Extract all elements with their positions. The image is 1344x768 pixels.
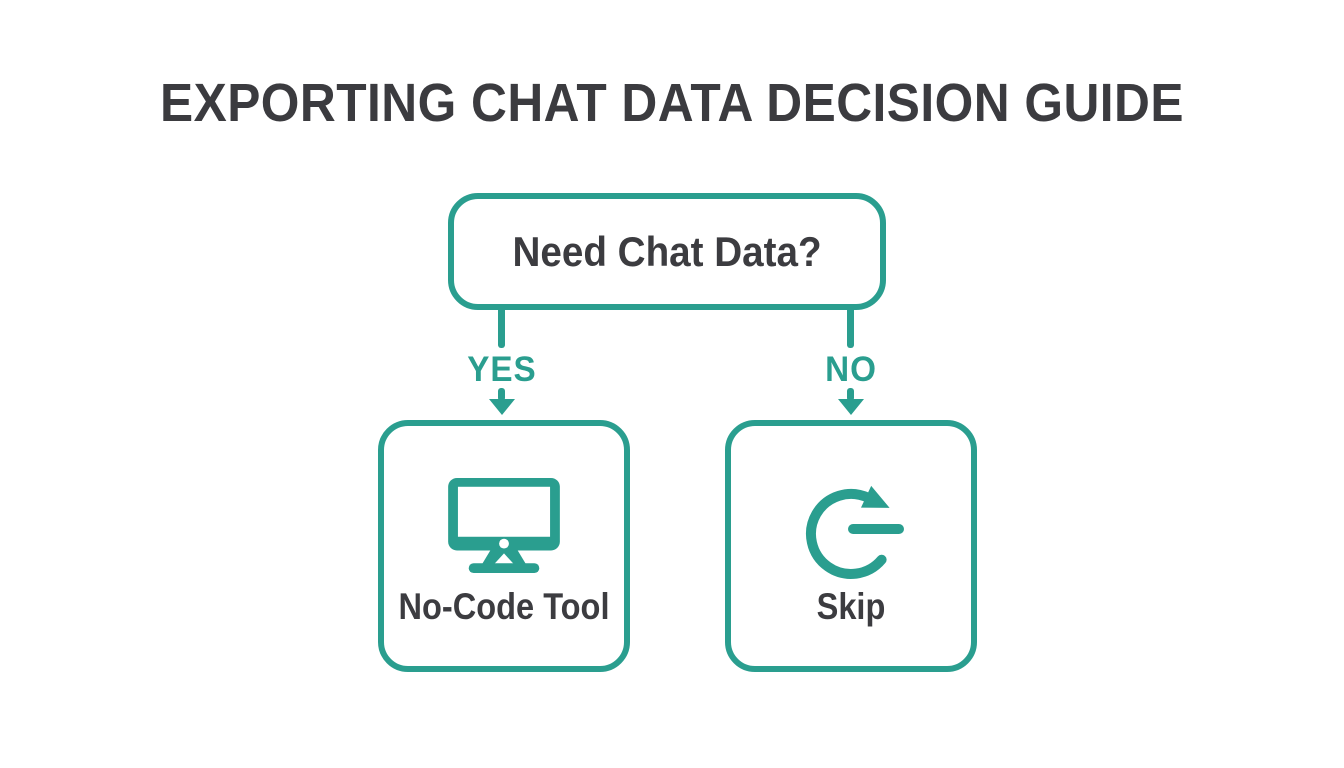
- decision-node: Need Chat Data?: [448, 193, 886, 310]
- monitor-icon: [448, 477, 560, 574]
- arrow-head-no-icon: [838, 399, 864, 415]
- decision-label: Need Chat Data?: [512, 227, 822, 275]
- branch-label-yes: YES: [467, 350, 537, 389]
- option-node-skip: Skip: [725, 420, 977, 672]
- connector-line-yes: [498, 306, 505, 348]
- arrow-stem-no: [847, 388, 854, 401]
- option-label-no-code-tool: No-Code Tool: [398, 586, 610, 627]
- arrow-stem-yes: [498, 388, 505, 401]
- skip-refresh-icon: [806, 485, 904, 579]
- option-label-skip: Skip: [816, 586, 886, 627]
- option-node-no-code-tool: No-Code Tool: [378, 420, 630, 672]
- branch-label-no: NO: [825, 350, 877, 389]
- page-title: EXPORTING CHAT DATA DECISION GUIDE: [160, 73, 1184, 133]
- connector-line-no: [847, 306, 854, 348]
- arrow-head-yes-icon: [489, 399, 515, 415]
